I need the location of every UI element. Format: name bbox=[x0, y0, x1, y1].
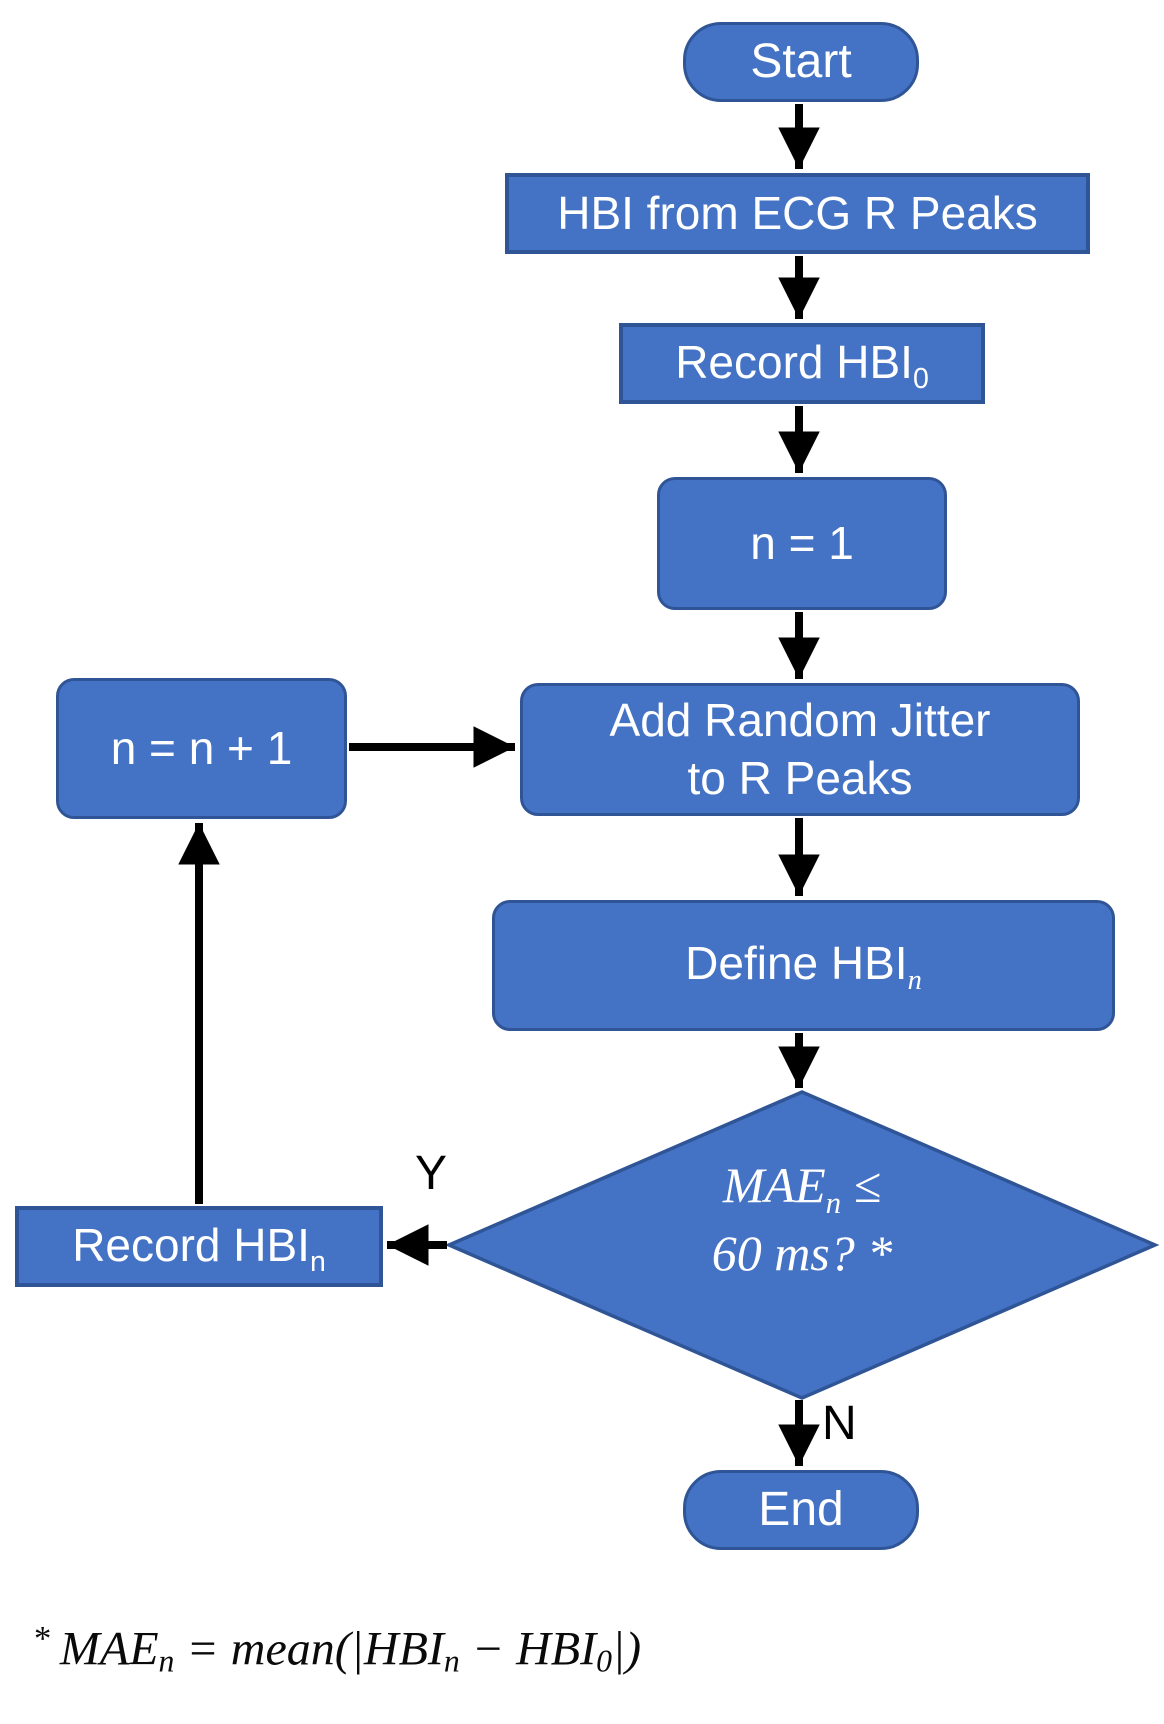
decision-question-line1: MAEn ≤ bbox=[722, 1157, 882, 1220]
node-start-label: Start bbox=[750, 35, 852, 88]
node-record-hbi0-label: Record HBI0 bbox=[675, 335, 929, 395]
node-n-plus-1-label: n = n + 1 bbox=[110, 721, 293, 774]
node-add-jitter-line1: Add Random Jitter bbox=[609, 694, 991, 746]
node-n-equals-1: n = 1 bbox=[657, 477, 947, 610]
decision-question-line2: 60 ms? * bbox=[711, 1224, 893, 1281]
node-n-plus-1: n = n + 1 bbox=[56, 678, 347, 819]
node-n-equals-1-label: n = 1 bbox=[750, 516, 854, 569]
node-end: End bbox=[683, 1470, 919, 1550]
mae-footnote: * MAEn = mean(|HBIn − HBI0|) bbox=[34, 1620, 642, 1679]
node-record-hbin-label: Record HBIn bbox=[72, 1218, 326, 1278]
edge-label-no: N bbox=[822, 1397, 857, 1450]
node-record-hbin: Record HBIn bbox=[15, 1206, 383, 1287]
decision-question: MAEn ≤ 60 ms? * bbox=[602, 1152, 1002, 1287]
footnote-asterisk: * bbox=[34, 1620, 60, 1658]
node-define-hbin: Define HBIn bbox=[492, 900, 1115, 1031]
node-record-hbi0: Record HBI0 bbox=[619, 323, 985, 404]
node-end-label: End bbox=[758, 1483, 844, 1536]
node-hbi-label: HBI from ECG R Peaks bbox=[557, 186, 1038, 239]
node-hbi-from-ecg: HBI from ECG R Peaks bbox=[505, 173, 1090, 254]
node-add-jitter: Add Random Jitter to R Peaks bbox=[520, 683, 1080, 816]
edge-label-yes: Y bbox=[415, 1147, 448, 1200]
decision-diamond bbox=[444, 1090, 1160, 1400]
node-define-hbin-label: Define HBIn bbox=[685, 937, 922, 997]
node-start: Start bbox=[683, 22, 919, 102]
node-add-jitter-line2: to R Peaks bbox=[687, 751, 913, 804]
